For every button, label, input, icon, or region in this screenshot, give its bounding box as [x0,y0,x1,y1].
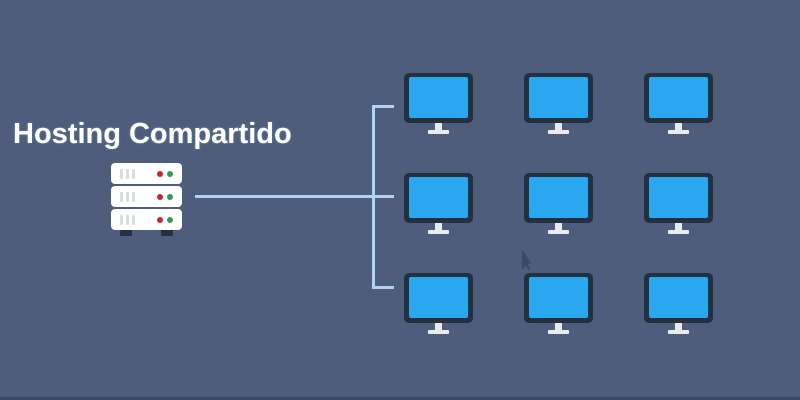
vent-slit [132,168,135,179]
mouse-cursor [522,250,532,270]
server-rack-units [111,163,182,232]
monitor-screen [409,277,468,318]
vent-slit [132,214,135,225]
monitor-stand-neck [435,323,442,331]
vent-slit [120,168,123,179]
monitor-screen [649,277,708,318]
server-leds [157,193,173,200]
red-led-icon [157,216,163,223]
server-vents [120,168,135,179]
monitor-stand-base [668,230,689,234]
monitor-stand-neck [555,323,562,331]
connector-main-line [195,195,394,198]
diagram-title: Hosting Compartido [13,118,292,150]
monitor-icon [524,73,593,135]
green-led-icon [167,193,173,200]
monitor-icon [404,273,473,335]
server-unit [111,163,182,184]
vent-slit [132,191,135,202]
monitor-icon [524,173,593,235]
monitor-screen [649,77,708,118]
server-foot-right [161,230,173,236]
vent-slit [120,214,123,225]
server-vents [120,191,135,202]
connector-bracket-line [372,105,375,289]
monitor-icon [404,173,473,235]
monitor-icon [644,173,713,235]
server-unit [111,209,182,230]
server-leds [157,216,173,223]
monitor-stand-neck [555,223,562,231]
monitor-stand-base [428,130,449,134]
monitor-stand-neck [675,123,682,131]
monitor-stand-base [668,130,689,134]
monitor-screen [529,77,588,118]
server-foot-left [120,230,132,236]
monitor-stand-neck [675,223,682,231]
monitor-icon [404,73,473,135]
vent-slit [126,168,129,179]
monitor-screen [409,177,468,218]
monitor-stand-base [548,330,569,334]
monitor-stand-base [428,330,449,334]
monitor-stand-base [668,330,689,334]
green-led-icon [167,216,173,223]
green-led-icon [167,170,173,177]
server-vents [120,214,135,225]
monitor-icon [644,73,713,135]
client-grid [404,73,713,335]
red-led-icon [157,170,163,177]
monitor-icon [644,273,713,335]
vent-slit [120,191,123,202]
red-led-icon [157,193,163,200]
vent-slit [126,214,129,225]
server-unit [111,186,182,207]
bottom-edge-shade [0,397,800,400]
monitor-stand-base [428,230,449,234]
connector-top-stub [372,105,394,108]
monitor-stand-neck [435,223,442,231]
monitor-stand-neck [555,123,562,131]
monitor-screen [649,177,708,218]
connector-bottom-stub [372,286,394,289]
server-leds [157,170,173,177]
monitor-stand-base [548,130,569,134]
monitor-stand-neck [435,123,442,131]
server-rack-icon [111,163,182,237]
monitor-stand-base [548,230,569,234]
monitor-icon [524,273,593,335]
monitor-screen [409,77,468,118]
monitor-screen [529,177,588,218]
monitor-screen [529,277,588,318]
monitor-stand-neck [675,323,682,331]
vent-slit [126,191,129,202]
